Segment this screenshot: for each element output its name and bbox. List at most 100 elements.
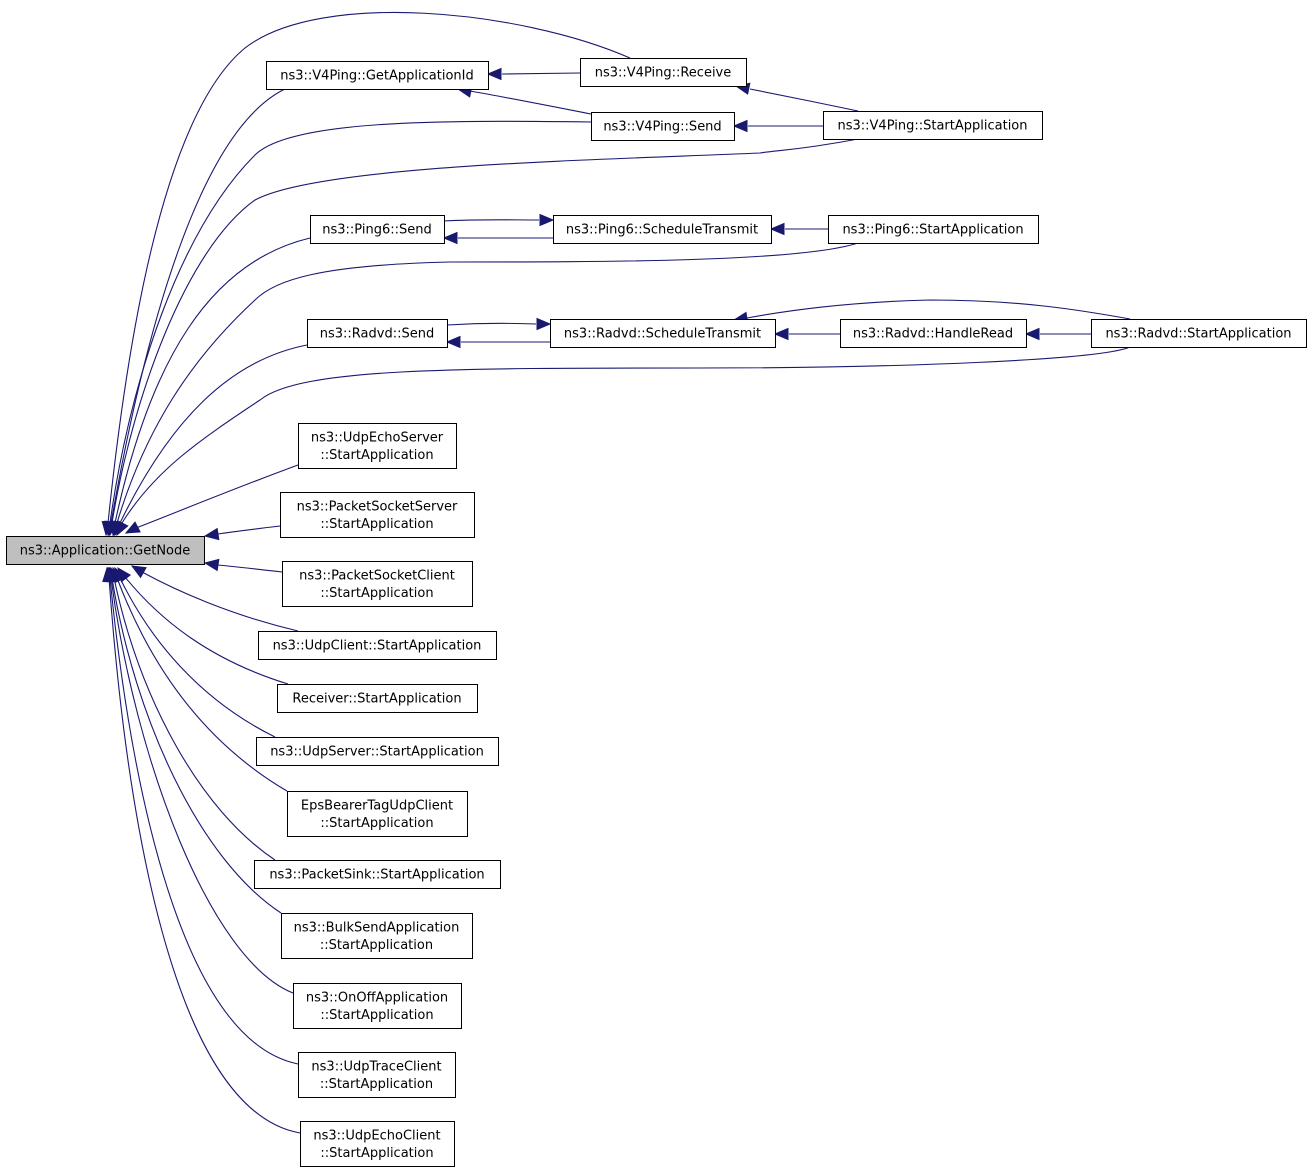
node-box [256, 737, 499, 766]
node-radvd_start[interactable]: ns3::Radvd::StartApplication [1091, 319, 1307, 348]
nodes-layer: ns3::Application::GetNode ns3::V4Ping::Ge… [6, 58, 1307, 1167]
node-label: ns3::V4Ping::Receive [595, 66, 732, 81]
edge-line [749, 88, 859, 112]
node-label: ns3::UdpClient::StartApplication [273, 639, 482, 654]
node-label: ns3::OnOffApplication [306, 990, 448, 1005]
node-box [300, 1121, 455, 1167]
node-label: ns3::Radvd::HandleRead [853, 327, 1013, 342]
node-pktsockserver[interactable]: ns3::PacketSocketServer::StartApplicatio… [280, 492, 475, 538]
node-box [282, 561, 473, 607]
edge-line [135, 464, 299, 529]
edge-ping6_send-to-getnode [109, 237, 311, 537]
node-box [6, 536, 205, 565]
node-label: EpsBearerTagUdpClient [301, 798, 453, 813]
node-label: ns3::UdpServer::StartApplication [270, 745, 484, 760]
node-v4_start[interactable]: ns3::V4Ping::StartApplication [823, 111, 1043, 140]
edge-receiver-to-getnode [117, 566, 289, 685]
edge-line [114, 237, 311, 524]
node-label: ns3::BulkSendApplication [294, 920, 460, 935]
node-box [287, 791, 468, 837]
node-box [840, 319, 1027, 348]
edge-line [446, 322, 537, 326]
edge-v4_getappid-to-getnode [104, 88, 286, 537]
node-v4_receive[interactable]: ns3::V4Ping::Receive [580, 58, 747, 87]
node-bulksend[interactable]: ns3::BulkSendApplication::StartApplicati… [281, 913, 473, 959]
node-box [823, 111, 1043, 140]
node-box [254, 860, 501, 889]
edge-v4_send-to-v4_getappid [456, 85, 592, 115]
edge-radvd_read-to-radvd_sched [773, 327, 840, 341]
node-v4_getappid[interactable]: ns3::V4Ping::GetApplicationId [266, 61, 489, 90]
node-label: ::StartApplication [320, 586, 433, 601]
node-label: ::StartApplication [320, 938, 433, 953]
edge-line [107, 11, 631, 524]
edge-v4_start-to-v4_send [732, 119, 823, 133]
node-ping6_send[interactable]: ns3::Ping6::Send [310, 215, 445, 244]
edge-line [469, 90, 592, 115]
node-box [293, 983, 462, 1029]
node-packetsink[interactable]: ns3::PacketSink::StartApplication [254, 860, 501, 889]
node-epsbearer[interactable]: EpsBearerTagUdpClient::StartApplication [287, 791, 468, 837]
edge-line [121, 346, 1131, 524]
node-label: ::StartApplication [320, 816, 433, 831]
edge-line [217, 525, 281, 535]
node-ping6_sched[interactable]: ns3::Ping6::ScheduleTransmit [553, 215, 772, 244]
node-receiver[interactable]: Receiver::StartApplication [277, 684, 478, 713]
arrowhead-icon [732, 119, 748, 133]
node-onoff[interactable]: ns3::OnOffApplication::StartApplication [293, 983, 462, 1029]
node-box [298, 1052, 456, 1098]
node-label: ns3::V4Ping::GetApplicationId [280, 69, 474, 84]
node-udpserver[interactable]: ns3::UdpServer::StartApplication [256, 737, 499, 766]
edge-line [443, 219, 540, 222]
node-box [580, 58, 747, 87]
edge-line [109, 577, 299, 1065]
arrowhead-icon [442, 231, 458, 245]
node-udpclient[interactable]: ns3::UdpClient::StartApplication [258, 631, 497, 660]
node-box [298, 423, 457, 469]
node-box [280, 492, 475, 538]
node-ping6_start[interactable]: ns3::Ping6::StartApplication [828, 215, 1039, 244]
edge-line [141, 571, 299, 632]
edge-udpclient-to-getnode [130, 565, 299, 632]
node-box [307, 319, 448, 348]
node-radvd_sched[interactable]: ns3::Radvd::ScheduleTransmit [550, 319, 776, 348]
edge-pktsockserver-to-getnode [203, 525, 281, 541]
node-pktsockclient[interactable]: ns3::PacketSocketClient::StartApplicatio… [282, 561, 473, 607]
node-getnode[interactable]: ns3::Application::GetNode [6, 536, 205, 565]
node-label: ns3::UdpTraceClient [311, 1059, 441, 1074]
node-box [258, 631, 497, 660]
node-radvd_read[interactable]: ns3::Radvd::HandleRead [840, 319, 1027, 348]
edge-line [113, 577, 276, 861]
arrowhead-icon [116, 520, 129, 537]
node-udpechoserver[interactable]: ns3::UdpEchoServer::StartApplication [298, 423, 457, 469]
node-v4_send[interactable]: ns3::V4Ping::Send [591, 112, 735, 141]
edge-line [108, 577, 301, 1134]
edge-radvd_start-to-getnode [116, 346, 1131, 537]
node-label: ns3::PacketSocketServer [297, 499, 458, 514]
edge-line [110, 577, 294, 994]
edge-radvd_send-to-getnode [114, 344, 308, 537]
node-box [591, 112, 735, 141]
node-udptrace[interactable]: ns3::UdpTraceClient::StartApplication [298, 1052, 456, 1098]
edge-udpechoserver-to-getnode [124, 464, 299, 534]
node-label: ::StartApplication [320, 1008, 433, 1023]
edges-layer [101, 11, 1131, 1134]
node-udpechoclient[interactable]: ns3::UdpEchoClient::StartApplication [300, 1121, 455, 1167]
arrowhead-icon [773, 327, 789, 341]
edge-ping6_send-to-ping6_sched [443, 213, 555, 227]
edge-radvd_send-to-radvd_sched [446, 317, 552, 331]
edge-line [116, 242, 859, 524]
arrowhead-icon [1024, 327, 1040, 341]
node-box [281, 913, 473, 959]
node-label: ns3::UdpEchoClient [313, 1128, 440, 1143]
node-radvd_send[interactable]: ns3::Radvd::Send [307, 319, 448, 348]
arrowhead-icon [445, 335, 461, 349]
edge-line [119, 344, 308, 524]
edge-ping6_start-to-ping6_sched [769, 222, 828, 236]
arrowhead-icon [539, 213, 555, 227]
edge-line [124, 576, 289, 685]
edge-line [116, 577, 288, 792]
node-label: ns3::UdpEchoServer [311, 430, 444, 445]
edge-line [501, 72, 581, 75]
node-label: ::StartApplication [320, 448, 433, 463]
